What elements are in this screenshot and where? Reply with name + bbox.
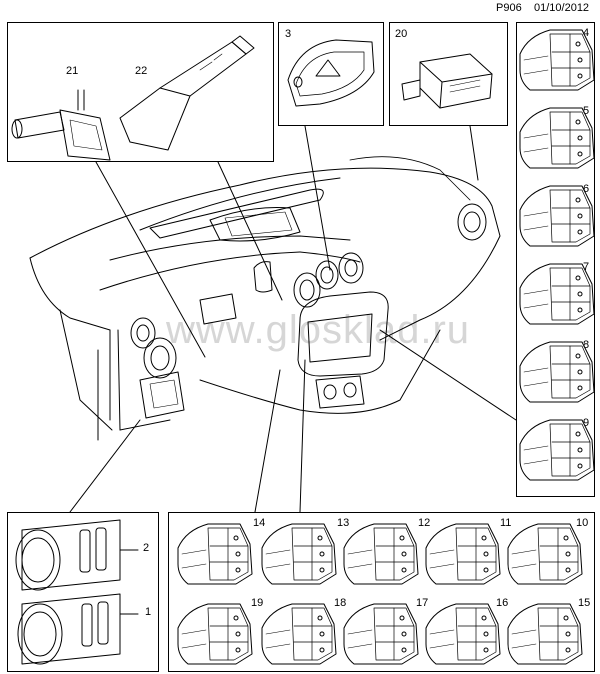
- callout-18: 18: [334, 597, 347, 609]
- callout-8: 8: [583, 339, 590, 351]
- frame-headlamp-switches: [7, 512, 159, 672]
- callout-21: 21: [66, 65, 79, 77]
- callout-3: 3: [285, 28, 292, 40]
- callout-12: 12: [418, 517, 431, 529]
- column-switch-22: [119, 35, 255, 151]
- switch-panel-17: [343, 603, 419, 665]
- frame-switch-panels-grid: [168, 512, 595, 672]
- switch-panel-4: [519, 29, 595, 91]
- callout-5: 5: [583, 105, 590, 117]
- switch-panel-14: [177, 523, 253, 585]
- callout-6: 6: [583, 183, 590, 195]
- switch-panel-5: [519, 107, 595, 169]
- frame-connector: [389, 22, 508, 126]
- connector-20: [401, 53, 493, 109]
- diagram-date: 01/10/2012: [534, 2, 590, 14]
- switch-panel-18: [261, 603, 337, 665]
- callout-15: 15: [578, 597, 591, 609]
- switch-panel-6: [519, 185, 595, 247]
- switch-panel-7: [519, 263, 595, 325]
- callout-7: 7: [583, 261, 590, 273]
- callout-9: 9: [583, 417, 590, 429]
- switch-panel-10: [507, 523, 583, 585]
- callout-10: 10: [576, 517, 589, 529]
- headlamp-switch-2: [15, 519, 121, 591]
- callout-22: 22: [135, 65, 148, 77]
- leader-lines: [69, 125, 517, 513]
- column-switch-21: [11, 89, 111, 161]
- watermark-text: www.glosklad.ru: [166, 308, 471, 352]
- callout-4: 4: [583, 27, 590, 39]
- callout-14: 14: [253, 517, 266, 529]
- switch-panel-12: [343, 523, 419, 585]
- callout-19: 19: [251, 597, 264, 609]
- switch-panel-19: [177, 603, 253, 665]
- callout-20: 20: [395, 28, 408, 40]
- frame-hazard-switch: [278, 22, 384, 126]
- callout-2: 2: [143, 542, 150, 554]
- switch-panel-11: [425, 523, 501, 585]
- switch-panel-15: [507, 603, 583, 665]
- switch-panel-8: [519, 341, 595, 403]
- callout-1: 1: [145, 606, 152, 618]
- frame-column-switches: [7, 22, 274, 162]
- diagram-code: P906: [496, 2, 522, 14]
- callout-17: 17: [416, 597, 429, 609]
- callout-13: 13: [337, 517, 350, 529]
- callout-11: 11: [500, 517, 512, 529]
- headlamp-switch-1: [17, 593, 121, 665]
- switch-panel-9: [519, 419, 595, 481]
- hazard-switch-3: [287, 39, 375, 107]
- frame-right-switch-column: [516, 22, 595, 497]
- dashboard-drawing: [29, 156, 501, 441]
- callout-16: 16: [496, 597, 509, 609]
- switch-panel-16: [425, 603, 501, 665]
- switch-panel-13: [261, 523, 337, 585]
